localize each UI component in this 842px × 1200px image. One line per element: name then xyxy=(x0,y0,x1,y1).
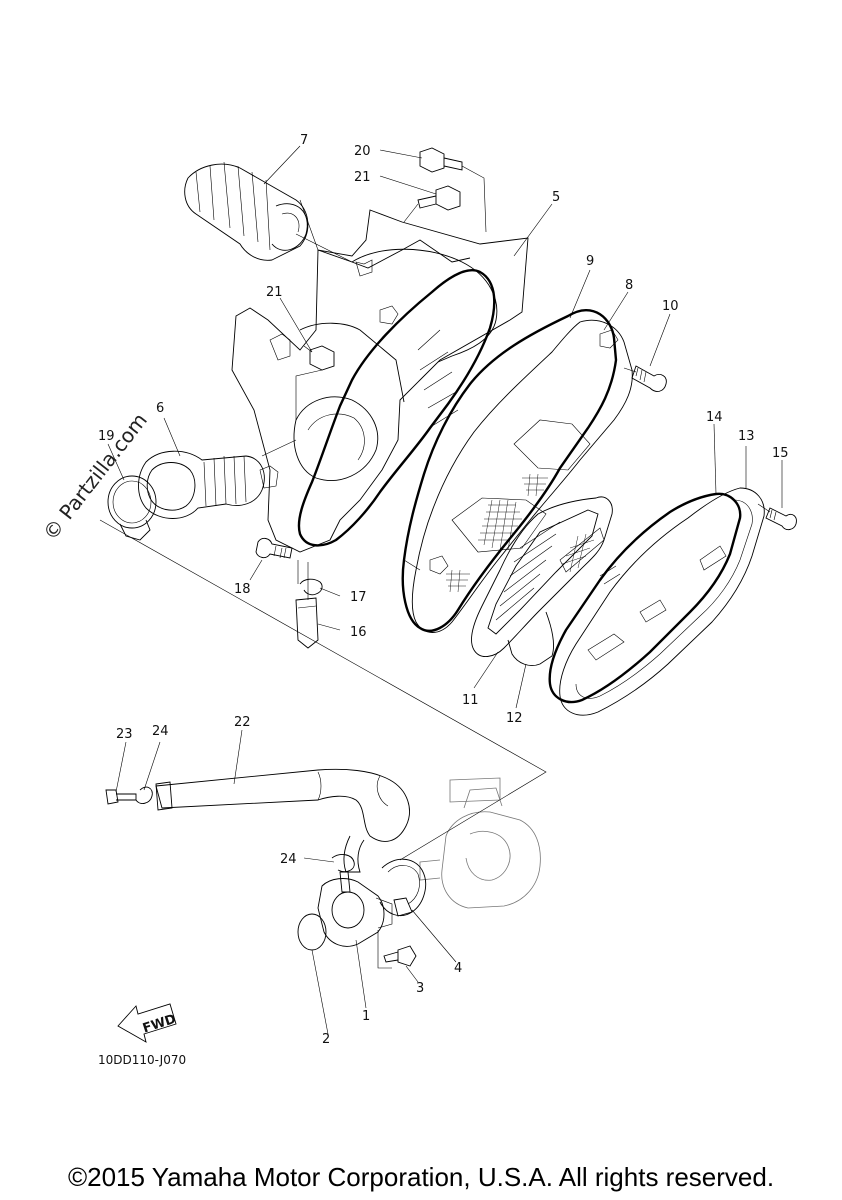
callout-15: 15 xyxy=(772,446,789,461)
callout-1: 1 xyxy=(362,1009,370,1024)
part-20-bolt[interactable] xyxy=(419,147,463,173)
callout-19: 19 xyxy=(98,429,115,444)
callout-6: 6 xyxy=(156,401,164,416)
callout-22: 22 xyxy=(234,715,251,730)
part-3-screw[interactable] xyxy=(383,945,417,967)
callout-12: 12 xyxy=(506,711,523,726)
part-21-bolt-upper[interactable] xyxy=(417,185,461,211)
part-7-intake-duct[interactable] xyxy=(184,161,309,261)
part-14-gasket[interactable] xyxy=(548,492,742,704)
diagram-code: 10DD110-J070 xyxy=(98,1053,187,1067)
part-22-hose[interactable] xyxy=(155,768,410,873)
part-24-clip-left[interactable] xyxy=(135,786,153,804)
part-15-screw[interactable] xyxy=(765,507,797,531)
callout-23: 23 xyxy=(116,727,133,742)
part-1-carburetor-joint[interactable] xyxy=(317,871,393,947)
callout-3: 3 xyxy=(416,981,424,996)
part-4-clamp[interactable] xyxy=(379,858,426,917)
part-16-drain-plug[interactable] xyxy=(295,597,319,649)
part-12-element-holder[interactable] xyxy=(507,611,555,666)
callout-2: 2 xyxy=(322,1032,330,1047)
callout-18: 18 xyxy=(234,582,251,597)
part-17-clip[interactable] xyxy=(299,578,323,596)
part-11-element[interactable] xyxy=(471,496,613,657)
callout-5: 5 xyxy=(552,190,560,205)
callout-21-lower: 21 xyxy=(266,285,283,300)
part-24-clip-lower[interactable] xyxy=(331,854,355,873)
part-8-element-cover[interactable] xyxy=(411,319,633,633)
part-10-screw[interactable] xyxy=(631,365,667,392)
part-23-screw[interactable] xyxy=(105,789,137,805)
callout-14: 14 xyxy=(706,410,723,425)
callout-21: 21 xyxy=(354,170,371,185)
callout-9: 9 xyxy=(586,254,594,269)
fwd-arrow-label: FWD xyxy=(141,1012,178,1037)
callout-11: 11 xyxy=(462,693,479,708)
callout-17: 17 xyxy=(350,590,367,605)
part-5-air-cleaner-case[interactable] xyxy=(231,209,529,553)
fwd-arrow: FWD xyxy=(117,1003,178,1043)
part-6-joint[interactable] xyxy=(138,450,265,519)
callout-13: 13 xyxy=(738,429,755,444)
callout-numbers: 7 20 21 5 9 8 10 21 6 19 14 13 15 18 17 … xyxy=(98,133,789,1047)
part-19-clamp[interactable] xyxy=(107,475,157,541)
callout-24: 24 xyxy=(152,724,169,739)
part-21-bolt-lower[interactable] xyxy=(303,345,335,371)
callout-10: 10 xyxy=(662,299,679,314)
callout-8: 8 xyxy=(625,278,633,293)
part-13-cap[interactable] xyxy=(559,487,765,716)
callout-4: 4 xyxy=(454,961,462,976)
leader-lines xyxy=(107,145,783,1035)
callout-24-lower: 24 xyxy=(280,852,297,867)
part-2-o-ring[interactable] xyxy=(297,913,327,951)
assembly-lines xyxy=(99,165,771,969)
callout-20: 20 xyxy=(354,144,371,159)
callout-16: 16 xyxy=(350,625,367,640)
airbox-seal xyxy=(297,269,496,547)
part-18-screw[interactable] xyxy=(255,537,293,559)
copyright-notice: ©2015 Yamaha Motor Corporation, U.S.A. A… xyxy=(67,1162,775,1192)
carburetor-reference xyxy=(419,777,541,909)
callout-7: 7 xyxy=(300,133,308,148)
part-9-gasket[interactable] xyxy=(401,309,618,633)
